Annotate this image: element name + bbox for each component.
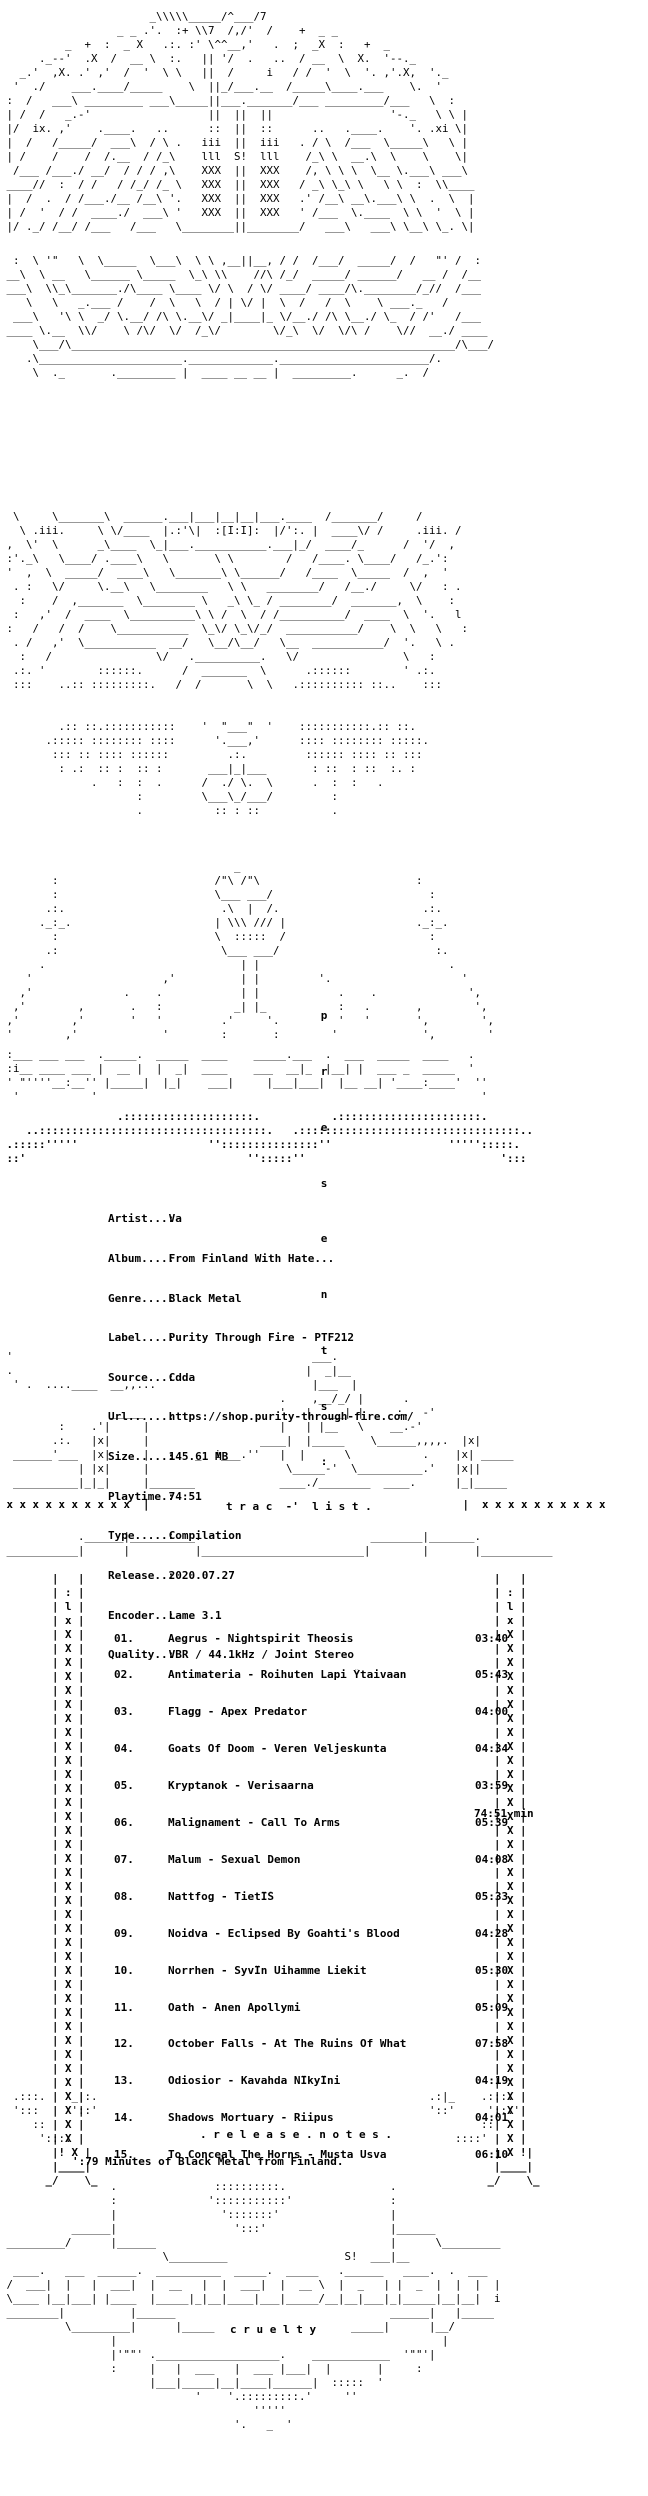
info-row-release: Release..: 2020.07.27 <box>108 1568 235 1582</box>
info-row-artist: Artist...: Va <box>108 1212 182 1226</box>
info-row-type: Type.....: Compilation <box>108 1529 242 1543</box>
footer-word: c r u e l t y <box>230 2323 317 2336</box>
header-ascii-art: _\\\\\_____/^___/7 _ _ .'. :+ \\7 /,/' /… <box>6 10 475 233</box>
presents-letter: e <box>320 1232 328 1246</box>
presents-letter: e <box>320 1120 328 1134</box>
tracklist-header-ascii-art: ' ___. . | _|__ ' . ....____ __,,... |__… <box>6 1350 514 1489</box>
presents-letter: t <box>320 1343 328 1357</box>
tracklist-xrow-right: | x x x x x x x x x x <box>462 1498 606 1511</box>
tracklist-frame-top: .______|__________. ________|_______. __… <box>6 1530 553 1557</box>
mid-ascii-art: \ \_______\ ______.___|___|__|__|___.___… <box>6 510 469 691</box>
info-row-source: Source...: Cdda <box>108 1370 196 1384</box>
info-row-size: Size.....: 145.61 MB <box>108 1450 229 1464</box>
presents-letter: s <box>320 1176 328 1190</box>
info-row-encoder: Encoder..: Lame 3.1 <box>108 1608 222 1622</box>
lower-ascii-art: _ : /"\ /"\ : : \___ ___/ : .:. .\ | /. <box>6 860 495 1041</box>
release-notes-heading: . r e l e a s e . n o t e s . <box>200 2128 393 2141</box>
info-row-label: Label....: Purity Through Fire - PTF212 <box>108 1331 355 1345</box>
tracklist-heading: t r a c -' l i s t . <box>226 1500 372 1513</box>
tracklist-frame-sides: | | | | | : | | : | | l | <box>45 1572 540 2187</box>
footer-ascii-art: . ::::::::::. . : ':::::::::::' : | ':::… <box>6 2180 501 2431</box>
total-playtime: 74:51 min <box>474 1807 534 1820</box>
info-row-quality: Quality..: VBR / 44.1kHz / Joint Stereo <box>108 1648 355 1662</box>
tracklist-xrow-left: x x x x x x x x x x | <box>6 1498 150 1511</box>
presents-letter: p <box>320 1009 328 1023</box>
info-row-url: Url......: https://shop.purity-through-f… <box>108 1410 414 1424</box>
presents-vertical-text: p r e s e n t s : <box>318 970 330 1491</box>
dotted-band-ascii-art: .::::::::::::::::::::. .::::::::::::::::… <box>6 1110 534 1165</box>
release-notes-frame: .:::. _|:. .:|_ .:::. '::: '::' '::' '::… <box>13 2090 521 2145</box>
header-ascii-art-lower: : \ '" \ \_____ \___\ \ \ ,__||__, / / /… <box>6 254 495 379</box>
dotted-ascii-art: .:: ::.::::::::::: ' "___" ' :::::::::::… <box>45 720 430 817</box>
release-notes-text: ':79 Minutes of Black Metal from Finland… <box>72 2155 344 2168</box>
info-row-album: Album....: From Finland With Hate... <box>108 1252 335 1266</box>
presents-letter: : <box>320 1455 328 1469</box>
presents-letter: r <box>320 1064 328 1078</box>
info-row-playtime: Playtime.: 74:51 <box>108 1489 202 1503</box>
logo-ascii-art: :___ ___ ___ ._____. _____ ____ _____.__… <box>6 1048 488 1103</box>
release-info: Artist...: Va Album....: From Finland Wi… <box>108 1186 414 1675</box>
presents-letter: n <box>320 1288 328 1302</box>
info-row-genre: Genre....: Black Metal <box>108 1291 242 1305</box>
presents-letter: s <box>320 1399 328 1413</box>
